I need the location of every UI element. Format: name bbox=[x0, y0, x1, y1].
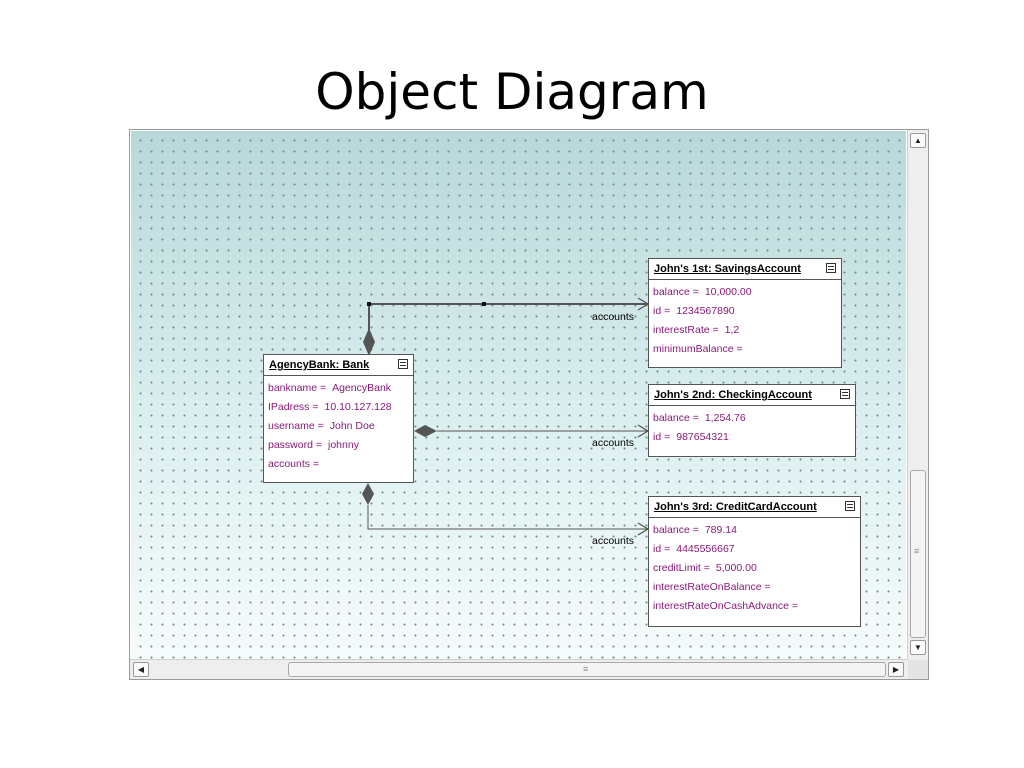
role-label-accounts-1: accounts bbox=[592, 311, 635, 323]
attribute-name: balance = bbox=[653, 524, 699, 536]
link-bank-credit bbox=[367, 505, 648, 530]
attribute-name: interestRateOnCashAdvance = bbox=[653, 600, 799, 612]
attribute-value: 10,000.00 bbox=[704, 286, 752, 298]
composition-diamond-savings bbox=[363, 328, 375, 356]
attribute-value: 1,2 bbox=[724, 324, 740, 336]
bend-point bbox=[482, 302, 486, 306]
attribute-row: id = 987654321 bbox=[653, 428, 855, 447]
object-savings-account[interactable]: John's 1st: SavingsAccount balance = 10,0… bbox=[648, 258, 842, 368]
attribute-row: minimumBalance = bbox=[653, 340, 841, 359]
attribute-name: creditLimit = bbox=[653, 562, 710, 574]
scrollbar-corner bbox=[908, 660, 928, 679]
attribute-name: id = bbox=[653, 305, 671, 317]
attribute-value: 10.10.127.128 bbox=[324, 401, 392, 413]
object-title: AgencyBank: Bank bbox=[269, 359, 370, 371]
attribute-name: id = bbox=[653, 431, 671, 443]
attribute-row: interestRateOnBalance = bbox=[653, 578, 860, 597]
attribute-row: bankname = AgencyBank bbox=[268, 379, 413, 398]
attribute-name: minimumBalance = bbox=[653, 343, 743, 355]
object-title: John's 2nd: CheckingAccount bbox=[654, 389, 812, 401]
compartment-toggle-icon[interactable] bbox=[398, 359, 408, 369]
compartment-toggle-icon[interactable] bbox=[826, 263, 836, 273]
vertical-scroll-thumb[interactable]: ≡ bbox=[910, 470, 926, 638]
compartment-toggle-icon[interactable] bbox=[840, 389, 850, 399]
scroll-up-icon: ▲ bbox=[914, 136, 922, 145]
horizontal-scroll-thumb[interactable]: ≡ bbox=[288, 662, 886, 677]
object-header: John's 2nd: CheckingAccount bbox=[649, 385, 855, 406]
attribute-row: creditLimit = 5,000.00 bbox=[653, 559, 860, 578]
scroll-left-icon: ◀ bbox=[137, 665, 145, 674]
attribute-value: 1,254.76 bbox=[704, 412, 746, 424]
scroll-right-button[interactable]: ▶ bbox=[888, 662, 904, 677]
attribute-value: johnny bbox=[328, 439, 359, 451]
role-label-accounts-3: accounts bbox=[592, 535, 635, 547]
object-checking-account[interactable]: John's 2nd: CheckingAccount balance = 1,2… bbox=[648, 384, 856, 457]
horizontal-scrollbar[interactable]: ◀ ≡ ▶ bbox=[130, 659, 908, 679]
attribute-compartment: balance = 10,000.00 id = 1234567890 intere… bbox=[649, 280, 841, 359]
attribute-name: accounts = bbox=[268, 458, 320, 470]
attribute-row: password = johnny bbox=[268, 436, 413, 455]
attribute-name: interestRate = bbox=[653, 324, 719, 336]
attribute-row: IPadress = 10.10.127.128 bbox=[268, 398, 413, 417]
scroll-left-button[interactable]: ◀ bbox=[133, 662, 149, 677]
diagram-window: accounts accounts accounts AgencyBank: B… bbox=[129, 129, 929, 680]
diagram-canvas[interactable]: accounts accounts accounts AgencyBank: B… bbox=[131, 131, 906, 659]
attribute-row: accounts = bbox=[268, 455, 413, 474]
attribute-name: username = bbox=[268, 420, 324, 432]
attribute-value: 1234567890 bbox=[676, 305, 735, 317]
attribute-compartment: balance = 1,254.76 id = 987654321 bbox=[649, 406, 855, 447]
attribute-row: interestRateOnCashAdvance = bbox=[653, 597, 860, 616]
attribute-name: interestRateOnBalance = bbox=[653, 581, 771, 593]
scroll-down-button[interactable]: ▼ bbox=[910, 640, 926, 655]
attribute-value: 789.14 bbox=[704, 524, 737, 536]
attribute-name: password = bbox=[268, 439, 322, 451]
slide-title: Object Diagram bbox=[315, 63, 709, 121]
object-title: John's 3rd: CreditCardAccount bbox=[654, 501, 817, 513]
object-header: John's 1st: SavingsAccount bbox=[649, 259, 841, 280]
scroll-up-button[interactable]: ▲ bbox=[910, 133, 926, 148]
grip-icon: ≡ bbox=[583, 664, 589, 674]
object-header: AgencyBank: Bank bbox=[264, 355, 413, 376]
attribute-name: IPadress = bbox=[268, 401, 319, 413]
attribute-row: balance = 789.14 bbox=[653, 521, 860, 540]
attribute-name: balance = bbox=[653, 286, 699, 298]
attribute-compartment: balance = 789.14 id = 4445556667 creditLim… bbox=[649, 518, 860, 616]
attribute-row: id = 4445556667 bbox=[653, 540, 860, 559]
scroll-right-icon: ▶ bbox=[892, 665, 900, 674]
attribute-value: 987654321 bbox=[676, 431, 729, 443]
attribute-value: 4445556667 bbox=[676, 543, 735, 555]
attribute-compartment: bankname = AgencyBank IPadress = 10.10.127… bbox=[264, 376, 413, 474]
composition-diamond-checking bbox=[414, 425, 437, 437]
attribute-row: balance = 1,254.76 bbox=[653, 409, 855, 428]
role-label-accounts-2: accounts bbox=[592, 437, 635, 449]
attribute-row: username = John Doe bbox=[268, 417, 413, 436]
object-agencybank[interactable]: AgencyBank: Bank bankname = AgencyBank IP… bbox=[263, 354, 414, 483]
vertical-scrollbar[interactable]: ▲ ≡ ▼ bbox=[907, 130, 928, 660]
attribute-name: id = bbox=[653, 543, 671, 555]
compartment-toggle-icon[interactable] bbox=[845, 501, 855, 511]
object-header: John's 3rd: CreditCardAccount bbox=[649, 497, 860, 518]
attribute-name: balance = bbox=[653, 412, 699, 424]
attribute-row: interestRate = 1,2 bbox=[653, 321, 841, 340]
attribute-value: AgencyBank bbox=[332, 382, 392, 394]
attribute-name: bankname = bbox=[268, 382, 327, 394]
connectors-layer bbox=[362, 297, 650, 536]
attribute-value: John Doe bbox=[329, 420, 375, 432]
attribute-value: 5,000.00 bbox=[715, 562, 757, 574]
attribute-row: balance = 10,000.00 bbox=[653, 283, 841, 302]
bend-point bbox=[367, 302, 371, 306]
object-title: John's 1st: SavingsAccount bbox=[654, 263, 801, 275]
attribute-row: id = 1234567890 bbox=[653, 302, 841, 321]
composition-diamond-credit bbox=[362, 483, 374, 505]
scroll-down-icon: ▼ bbox=[914, 643, 922, 652]
grip-icon: ≡ bbox=[914, 546, 920, 556]
object-creditcard-account[interactable]: John's 3rd: CreditCardAccount balance = 7… bbox=[648, 496, 861, 627]
